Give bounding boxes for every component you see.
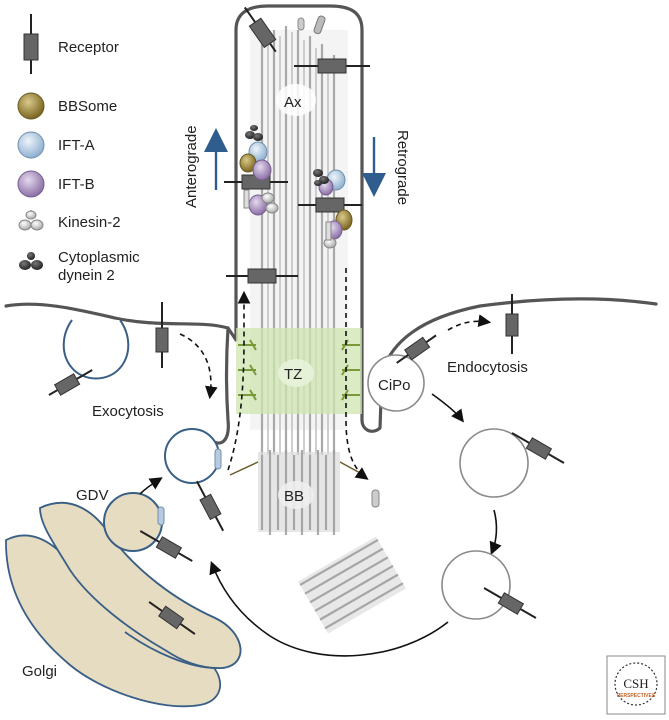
receptor-tip-1 bbox=[243, 6, 277, 53]
gdv-label: GDV bbox=[76, 487, 109, 504]
daughter-centriole bbox=[298, 536, 406, 634]
fusing-vesicle bbox=[164, 428, 220, 484]
legend-kinesin-symbol bbox=[18, 210, 44, 231]
retrograde-label: Retrograde bbox=[394, 130, 411, 205]
receptor-exocytosis-vesicle bbox=[48, 369, 93, 396]
legend-dynein-label-1: Cytoplasmic bbox=[58, 249, 140, 266]
endocytosis-dashed-arrow bbox=[447, 314, 492, 331]
exocytosis-dashed-arrow bbox=[179, 333, 218, 400]
axoneme-label: Ax bbox=[284, 94, 302, 111]
logo-subtext: PERSPECTIVES bbox=[617, 693, 656, 699]
gdv-arrow bbox=[139, 477, 163, 495]
receptor-gdv bbox=[139, 530, 193, 562]
basal-body-label: BB bbox=[284, 488, 304, 505]
endosome-1 bbox=[459, 428, 529, 498]
receptor-endosome-1 bbox=[511, 432, 565, 464]
receptor-lower-cilium bbox=[226, 268, 298, 284]
receptor-membrane-left bbox=[155, 302, 169, 368]
endosome-2 bbox=[441, 550, 511, 620]
exocytosis-vesicle-membrane bbox=[62, 319, 130, 380]
legend-bbsome-symbol bbox=[17, 92, 45, 120]
legend-ift-a-symbol bbox=[17, 131, 45, 159]
anterograde-path bbox=[227, 290, 251, 471]
endosome-arrow bbox=[489, 509, 502, 555]
endocytosis-arrow bbox=[431, 393, 464, 423]
receptor-retrograde bbox=[298, 197, 362, 213]
legend-receptor-symbol bbox=[23, 14, 39, 74]
ift-train-retrograde bbox=[313, 169, 353, 249]
legend-receptor-label: Receptor bbox=[58, 39, 119, 56]
receptor-membrane-right bbox=[505, 294, 519, 354]
legend: Receptor BBSome IFT-A IFT-B Kinesin-2 Cy… bbox=[17, 14, 140, 284]
transition-zone-links bbox=[238, 339, 360, 401]
legend-bbsome-label: BBSome bbox=[58, 98, 117, 115]
legend-dynein-symbol bbox=[19, 252, 43, 270]
legend-ift-b-symbol bbox=[17, 170, 45, 198]
golgi-label: Golgi bbox=[22, 663, 57, 680]
legend-ift-a-label: IFT-A bbox=[58, 137, 95, 154]
transition-zone-label: TZ bbox=[284, 366, 302, 383]
anterograde-label: Anterograde bbox=[183, 125, 200, 208]
basal-body bbox=[229, 450, 363, 535]
endocytosis-label: Endocytosis bbox=[447, 359, 528, 376]
exocytosis-label: Exocytosis bbox=[92, 403, 164, 420]
receptor-endosome-2 bbox=[483, 587, 537, 619]
legend-ift-b-label: IFT-B bbox=[58, 176, 95, 193]
legend-kinesin-label: Kinesin-2 bbox=[58, 214, 121, 231]
receptor-tip-2 bbox=[294, 58, 370, 74]
ciliary-pocket-left bbox=[208, 326, 230, 445]
receptor-ciliary-pocket bbox=[396, 334, 437, 364]
plasma-membrane bbox=[4, 4, 658, 433]
recycling-arrow bbox=[209, 561, 449, 657]
gdv-vesicle bbox=[103, 492, 163, 552]
ift-train-anterograde bbox=[239, 125, 279, 216]
golgi-receptor bbox=[148, 601, 196, 635]
legend-dynein-label-2: dynein 2 bbox=[58, 267, 115, 284]
retrograde-path bbox=[345, 268, 369, 480]
ciliary-pocket-label: CiPo bbox=[378, 377, 411, 394]
csh-perspectives-logo: CSH PERSPECTIVES bbox=[606, 655, 666, 715]
receptor-fusing-vesicle bbox=[195, 480, 225, 532]
ciliary-pocket-vesicle bbox=[367, 354, 425, 412]
logo-text: CSH bbox=[623, 676, 648, 691]
